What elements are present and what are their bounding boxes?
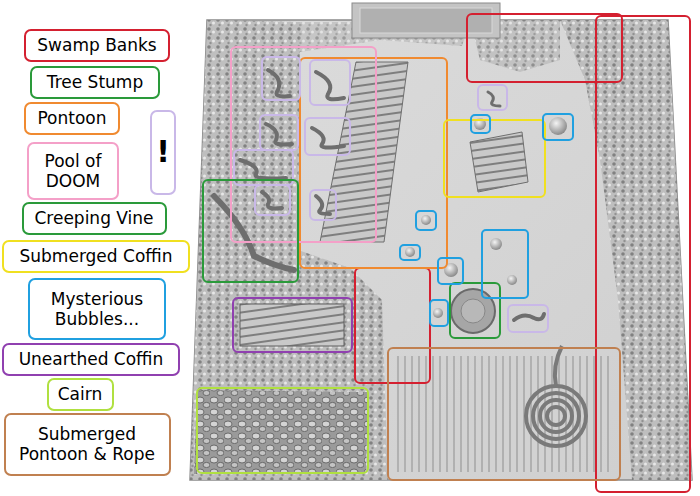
unearthed-coffin-outline: [233, 298, 352, 352]
plaque-inset: [360, 8, 492, 33]
swamp-banks-outline: [355, 268, 430, 383]
swamp-banks-outline: [596, 16, 690, 492]
rope-loop: [540, 400, 572, 432]
bubbles-outline: [438, 258, 463, 284]
legend-label: Pool of DOOM: [38, 151, 108, 192]
creeping-vine-outline: [203, 180, 298, 282]
legend-box: Mysterious Bubbles...: [28, 278, 166, 340]
exclamation-outline: [310, 190, 336, 220]
exclamation-outline: [255, 185, 290, 215]
bubbles-outline: [471, 115, 490, 133]
board: [190, 20, 692, 480]
tree-stump-outline: [450, 283, 500, 338]
legend-box: Pontoon: [24, 102, 120, 135]
bubbles-outline: [430, 300, 448, 326]
exclamation-outline: [305, 118, 350, 155]
vine: [268, 70, 290, 96]
rope-loop: [547, 407, 565, 425]
pool-outline: [231, 47, 376, 242]
bubble: [433, 308, 443, 318]
exclamation-outline: [262, 57, 300, 100]
rope-end: [555, 346, 562, 386]
bubbles-outline: [482, 230, 528, 298]
cairn-stones: [194, 390, 368, 474]
stump-ring: [461, 299, 485, 323]
bubble: [549, 117, 567, 135]
legend-label: Submerged Pontoon & Rope: [15, 424, 160, 465]
legend-box: Cairn: [47, 378, 114, 411]
bubbles-outline: [416, 211, 436, 230]
unearthed-coffin: [240, 304, 344, 346]
legend-label: Pontoon: [37, 108, 106, 128]
legend-label: Submerged Coffin: [20, 246, 173, 266]
legend-label: Creeping Vine: [34, 208, 153, 228]
exclamation-outline: [478, 85, 507, 110]
legend-box: Pool of DOOM: [27, 142, 119, 200]
bubbles-outline: [400, 245, 420, 260]
rope-loop: [526, 386, 586, 446]
legend-label: Swamp Banks: [37, 35, 156, 55]
legend-label: Tree Stump: [47, 72, 143, 92]
pontoon-planks: [320, 62, 408, 242]
bubble: [490, 238, 502, 250]
legend-box: Submerged Pontoon & Rope: [4, 413, 171, 476]
vine: [312, 128, 344, 148]
exclamation-outline: [508, 305, 548, 332]
exclamation-outline: [260, 115, 298, 150]
legend-box: Creeping Vine: [22, 202, 167, 235]
legend-label: !: [156, 134, 170, 170]
vine: [266, 124, 292, 145]
vine: [316, 196, 330, 214]
legend-box: Tree Stump: [30, 66, 160, 99]
submerged-coffin: [470, 132, 528, 192]
vine: [488, 92, 500, 106]
swamp-banks-outline: [467, 14, 622, 82]
legend-label: Unearthed Coffin: [19, 349, 164, 369]
legend-box: Unearthed Coffin: [2, 343, 180, 376]
submerged-pontoon: [396, 356, 610, 472]
plaque: [352, 3, 500, 38]
bubble: [405, 247, 415, 257]
pontoon-outline: [300, 58, 447, 268]
bubbles-outline: [543, 114, 573, 140]
vine: [316, 72, 344, 99]
submerged-pontoon-outline: [388, 348, 620, 480]
submerged-coffin-outline: [444, 120, 545, 197]
rope-coil: [526, 346, 586, 446]
cairn-outline: [197, 388, 368, 473]
tree-stump: [451, 289, 495, 333]
legend-box: Swamp Banks: [24, 29, 170, 62]
legend-box: Submerged Coffin: [2, 240, 190, 273]
bubble: [421, 215, 431, 225]
legend-box: !: [150, 110, 176, 195]
bubble: [507, 275, 517, 285]
rope-loop: [533, 393, 579, 439]
exclamation-outline: [310, 60, 350, 105]
vine: [514, 314, 544, 320]
vine: [240, 160, 286, 179]
region-outlines: [197, 14, 690, 492]
legend-label: Cairn: [58, 384, 102, 404]
legend-label: Mysterious Bubbles...: [41, 289, 153, 330]
vine: [262, 192, 282, 209]
